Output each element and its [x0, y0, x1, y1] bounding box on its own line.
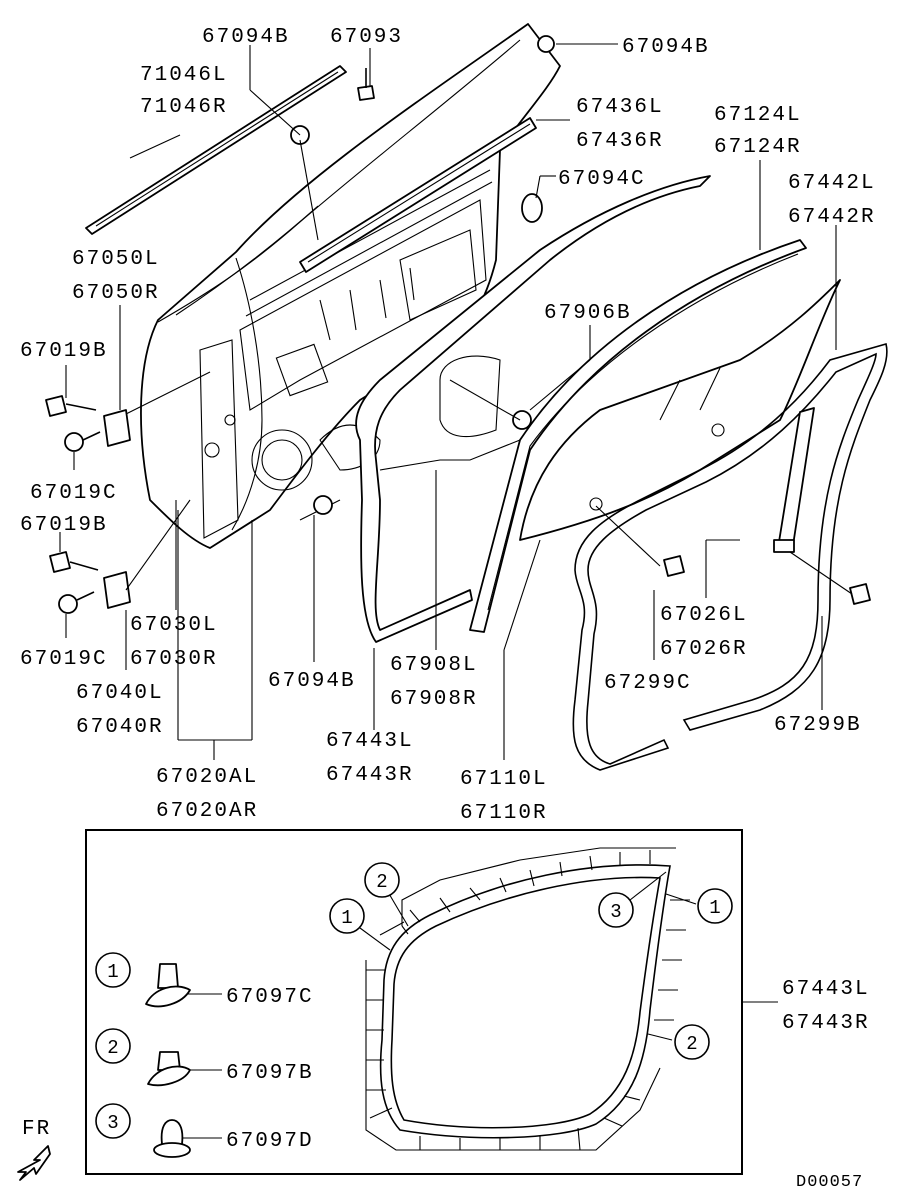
label-67040l: 67040L — [76, 682, 164, 705]
legend-marker-2 — [95, 1028, 131, 1064]
label-67019c-upper: 67019C — [30, 482, 118, 505]
bolt-67299c — [663, 555, 685, 577]
belt-moulding — [85, 65, 347, 235]
label-67094c: 67094C — [558, 168, 646, 191]
front-arrow-icon — [17, 1145, 51, 1181]
strip-marker-1-right — [697, 888, 733, 924]
label-67030r: 67030R — [130, 648, 218, 671]
glass-run-channel — [299, 117, 537, 273]
label-67110l: 67110L — [460, 768, 548, 791]
label-67094b-right: 67094B — [622, 36, 710, 59]
hinges — [103, 409, 131, 609]
clip-67097c-label: 67097C — [226, 986, 314, 1009]
door-illustration — [45, 23, 888, 771]
label-71046r: 71046R — [140, 96, 228, 119]
part-labels: 67094B 67093 67094B 71046L 71046R 67436L… — [20, 26, 876, 825]
label-67908l: 67908L — [390, 654, 478, 677]
strip-marker-1-left-text: 1 — [341, 907, 352, 929]
label-67040r: 67040R — [76, 716, 164, 739]
door-glass — [519, 279, 841, 541]
strip-marker-2-right-text: 2 — [686, 1033, 697, 1055]
bolt-67299b — [849, 583, 871, 605]
label-67026l: 67026L — [660, 604, 748, 627]
label-67020ar: 67020AR — [156, 800, 258, 823]
clip-67097c-icon — [145, 963, 191, 1008]
screw-67093 — [357, 85, 375, 101]
clip-67097d-icon — [153, 1119, 191, 1158]
assembly-lines — [125, 371, 853, 595]
leader-lines — [59, 43, 837, 760]
label-67019b-upper: 67019B — [20, 340, 108, 363]
inset-detail: 2 1 3 1 2 1 67097C 2 67097B — [85, 829, 863, 1187]
strip-marker-2-right — [674, 1024, 710, 1060]
label-67443r: 67443R — [326, 764, 414, 787]
label-67094b-mid: 67094B — [268, 670, 356, 693]
plug-67094c — [521, 193, 543, 223]
legend-marker-2-text: 2 — [107, 1037, 118, 1059]
clip-67097d-label: 67097D — [226, 1130, 314, 1153]
inset-strip-markers: 2 1 3 1 2 — [329, 862, 733, 1060]
screws — [45, 68, 871, 614]
strip-marker-1-left — [329, 898, 365, 934]
label-67908r: 67908R — [390, 688, 478, 711]
label-67906b: 67906B — [544, 302, 632, 325]
hinge-upper — [103, 409, 131, 447]
label-67050l: 67050L — [72, 248, 160, 271]
label-67436l: 67436L — [576, 96, 664, 119]
label-67026r: 67026R — [660, 638, 748, 661]
label-67094b-top: 67094B — [202, 26, 290, 49]
clip-67097b-label: 67097B — [226, 1062, 314, 1085]
legend-marker-1 — [95, 952, 131, 988]
strip-marker-1-right-text: 1 — [709, 897, 720, 919]
label-67020al: 67020AL — [156, 766, 258, 789]
inset-label-67443r: 67443R — [782, 1012, 870, 1035]
label-67442l: 67442L — [788, 172, 876, 195]
strip-marker-2-top — [364, 862, 400, 898]
clip-67097b-icon — [147, 1051, 191, 1087]
strip-marker-2-top-text: 2 — [376, 871, 387, 893]
bolt-67019c-lower — [58, 594, 78, 614]
door-panel — [140, 23, 561, 549]
label-67299c: 67299C — [604, 672, 692, 695]
label-67124r: 67124R — [714, 136, 802, 159]
plug-67094b-lower — [313, 495, 333, 515]
legend-marker-3 — [95, 1103, 131, 1139]
label-67443l: 67443L — [326, 730, 414, 753]
label-67019c-lower: 67019C — [20, 648, 108, 671]
sash-strip — [773, 407, 815, 553]
inset-weatherstrip — [365, 847, 778, 1151]
front-direction-indicator: FR — [17, 1118, 51, 1181]
label-67110r: 67110R — [460, 802, 548, 825]
label-67299b: 67299B — [774, 714, 862, 737]
front-label: FR — [22, 1118, 51, 1141]
label-67093: 67093 — [330, 26, 403, 49]
legend-marker-3-text: 3 — [107, 1112, 118, 1134]
plug-67094b-top — [537, 35, 555, 53]
label-67436r: 67436R — [576, 130, 664, 153]
door-trim-seal — [355, 175, 711, 643]
strip-marker-3-text: 3 — [610, 901, 621, 923]
door-weatherstrip — [572, 343, 888, 771]
strip-marker-3 — [598, 892, 634, 928]
label-67442r: 67442R — [788, 206, 876, 229]
clip-legend: 1 67097C 2 67097B 3 67097D — [95, 952, 314, 1158]
label-67019b-lower: 67019B — [20, 514, 108, 537]
inset-label-67443l: 67443L — [782, 978, 870, 1001]
diagram-code: D00057 — [796, 1173, 863, 1187]
bolt-67019b-lower — [49, 551, 71, 573]
label-67030l: 67030L — [130, 614, 218, 637]
stopper-67906b — [512, 410, 532, 430]
bolt-67019c-upper — [64, 432, 84, 452]
label-71046l: 71046L — [140, 64, 228, 87]
bolt-67019b-upper — [45, 395, 67, 417]
hinge-lower — [103, 571, 131, 609]
label-67124l: 67124L — [714, 104, 802, 127]
inset-leaders — [178, 871, 697, 1139]
label-67050r: 67050R — [72, 282, 160, 305]
legend-marker-1-text: 1 — [107, 961, 118, 983]
